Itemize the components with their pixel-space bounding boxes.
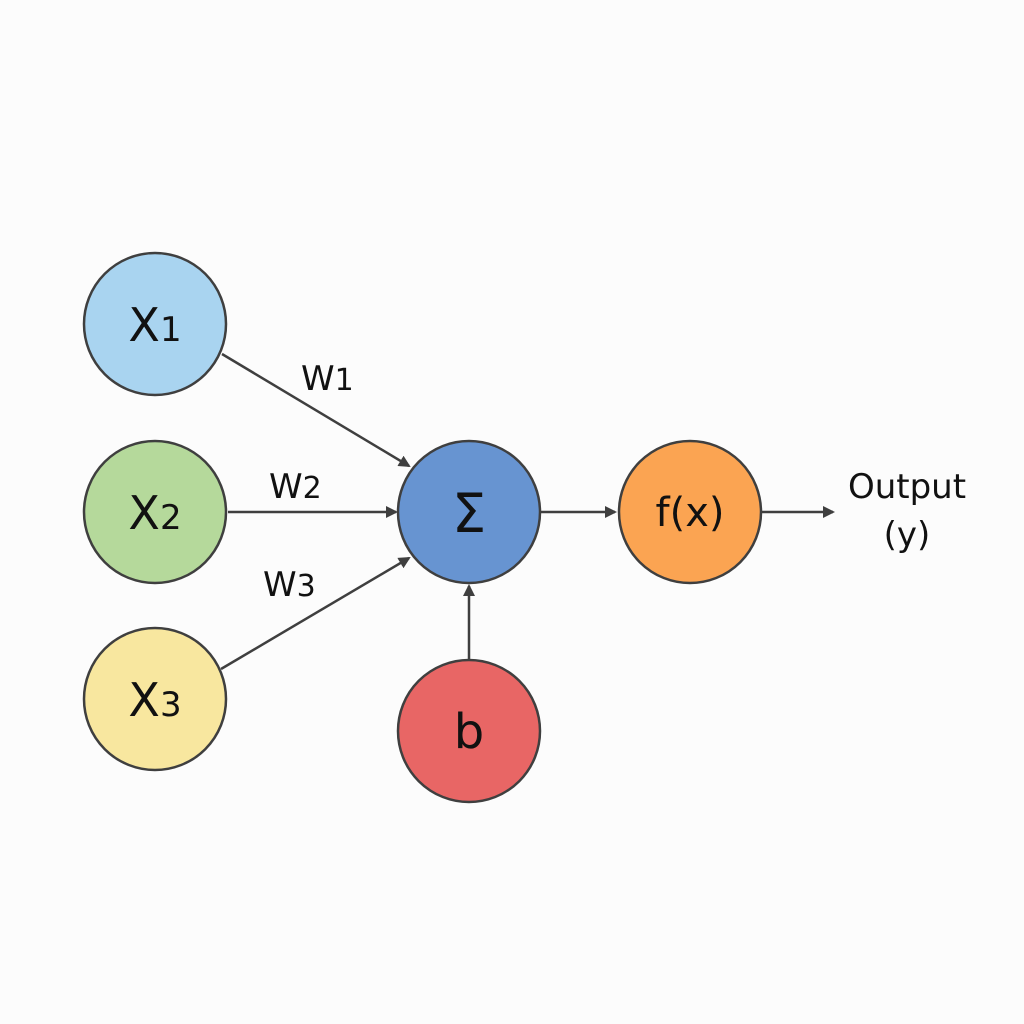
summation-node-label: Σ	[452, 482, 486, 545]
edge-x1-to-sum	[221, 352, 411, 468]
activation-node: f(x)	[617, 439, 763, 585]
input-node-x2-circle	[82, 439, 228, 585]
input-node-x3: X3	[82, 626, 228, 772]
input-node-x2: X2	[82, 439, 228, 585]
output-label-line1: Output	[848, 467, 966, 507]
input-node-x3-circle	[82, 626, 228, 772]
activation-node-label: f(x)	[656, 490, 725, 536]
bias-node-circle	[396, 658, 542, 804]
output-label-line2: (y)	[884, 515, 931, 555]
weight-label-w2: W2	[269, 467, 322, 507]
weight-label-w1: W1	[301, 359, 354, 399]
input-node-x1-label: X1	[128, 298, 181, 352]
input-node-x1-circle	[82, 251, 228, 397]
input-node-x2-label: X2	[128, 486, 181, 540]
input-node-x1: X1	[82, 251, 228, 397]
weight-label-w3: W3	[263, 565, 316, 605]
summation-node-circle	[396, 439, 542, 585]
activation-node-circle	[617, 439, 763, 585]
bias-node-label: b	[454, 704, 484, 760]
edge-x3-to-sum	[220, 556, 411, 671]
summation-node: Σ	[396, 439, 542, 585]
bias-node: b	[396, 658, 542, 804]
input-node-x3-label: X3	[128, 673, 181, 727]
